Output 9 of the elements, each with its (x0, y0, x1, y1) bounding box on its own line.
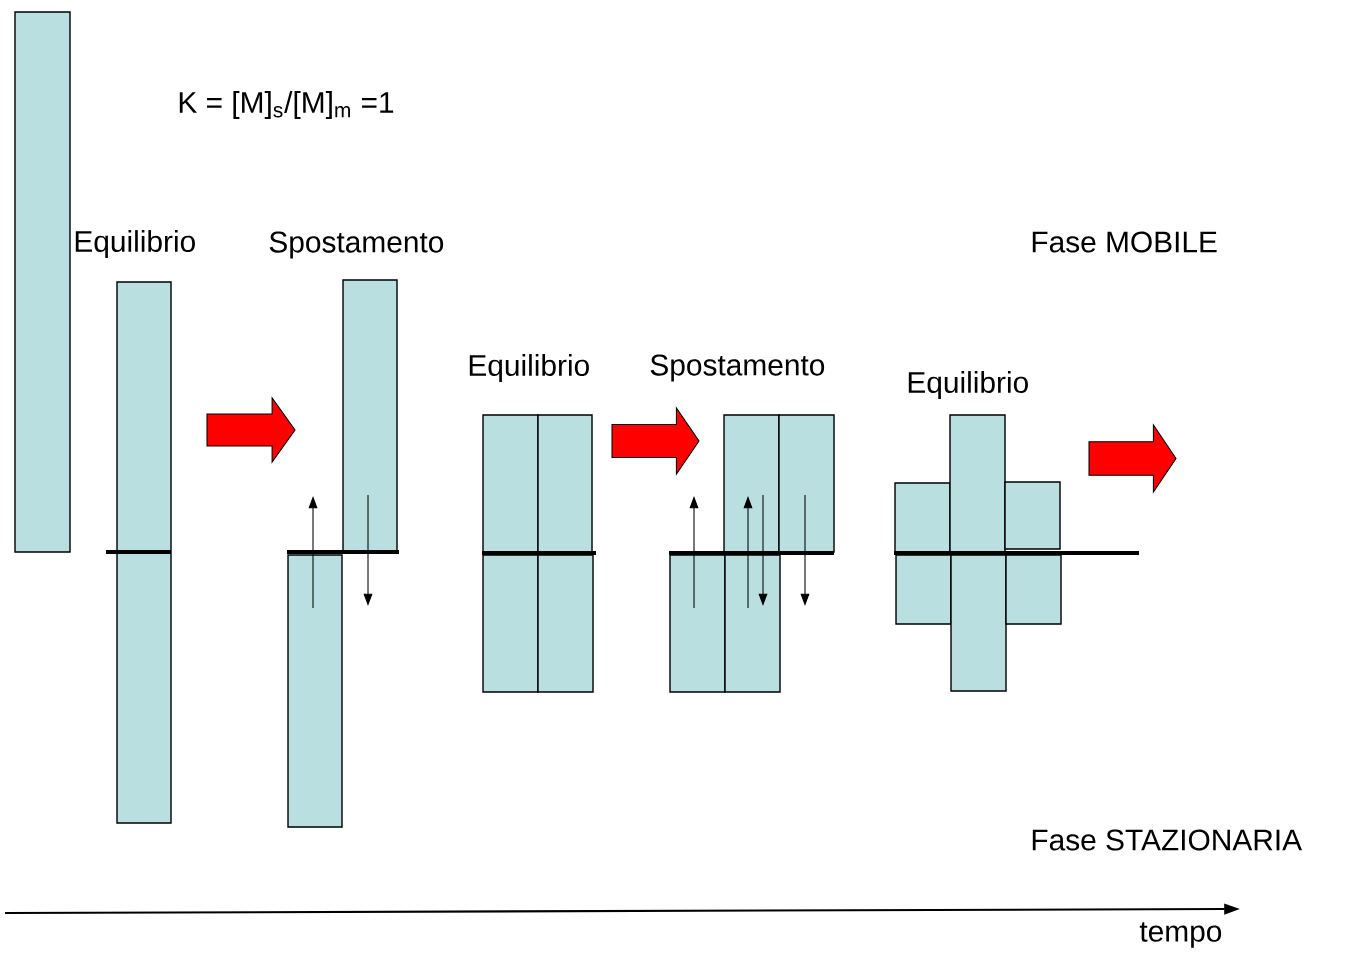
label: Spostamento (650, 354, 825, 382)
label: Fase MOBILE (1032, 231, 1217, 253)
label: Equilibrio (469, 354, 589, 382)
label: tempo (1139, 922, 1222, 948)
label: Fase STAZIONARIA (1032, 829, 1302, 851)
label: K = [M]$_{s}$/[M]$_{m}$ =1 (179, 91, 394, 119)
label: Equilibrio (908, 371, 1028, 399)
label: Equilibrio (75, 230, 195, 258)
label: Spostamento (269, 231, 444, 259)
